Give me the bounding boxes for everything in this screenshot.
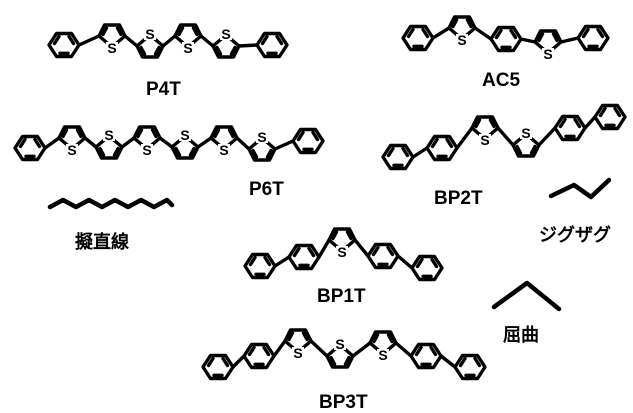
ring-bond — [199, 34, 215, 48]
ring-bond — [83, 136, 98, 149]
ring-bond — [309, 339, 329, 358]
ring-bond — [161, 34, 177, 48]
phenyl-ring — [243, 252, 277, 280]
sulfur-atom-label: S — [180, 127, 189, 143]
sulfur-atom-label: S — [480, 132, 489, 148]
ring-bond — [431, 26, 451, 40]
sulfur-atom-label: S — [142, 142, 151, 158]
ring-bond — [583, 115, 597, 130]
sulfur-atom-label: S — [107, 40, 116, 56]
sulfur-atom-label: S — [257, 129, 266, 145]
phenyl-ring — [242, 342, 276, 370]
ring-bond — [273, 255, 291, 268]
label-bent: 屈曲 — [503, 325, 539, 346]
phenyl-ring — [201, 353, 235, 381]
sulfur-atom-label: S — [183, 40, 192, 56]
phenyl-ring — [409, 342, 443, 370]
sulfur-atom-label: S — [378, 347, 387, 363]
label-zigzag: ジグザグ — [539, 225, 611, 246]
ring-bond — [120, 136, 136, 149]
ring-bond — [351, 341, 372, 358]
shape-sketch-layer — [47, 177, 612, 312]
label-p6t: P6T — [249, 179, 284, 200]
phenyl-ring — [291, 127, 325, 155]
molecule-bp3t: SSS — [201, 328, 487, 381]
phenyl-ring — [401, 24, 435, 52]
bent-chain-sketch — [491, 280, 562, 312]
ring-bond — [317, 238, 331, 259]
sulfur-atom-label: S — [543, 46, 552, 62]
phenyl-ring — [47, 31, 81, 59]
ring-bond — [439, 354, 457, 369]
sulfur-atom-label: S — [337, 244, 346, 260]
sulfur-atom-label: S — [335, 336, 344, 352]
sulfur-atom-label: S — [67, 142, 76, 158]
ring-bond — [537, 126, 557, 147]
phenyl-ring — [381, 143, 415, 171]
ring-bond — [158, 136, 174, 149]
phenyl-ring — [453, 353, 487, 381]
quasi-linear-chain-sketch — [47, 197, 175, 210]
sulfur-atom-label: S — [104, 127, 113, 143]
ring-bond — [473, 26, 493, 41]
ring-bond — [235, 136, 251, 151]
label-bp3t: BP3T — [319, 392, 368, 413]
label-bp1t: BP1T — [317, 286, 366, 307]
phenyl-ring — [255, 31, 289, 59]
sulfur-atom-label: S — [219, 142, 228, 158]
ring-bond — [396, 254, 414, 270]
phenyl-ring — [287, 243, 321, 271]
ring-bond — [496, 126, 515, 147]
ring-bond — [272, 339, 287, 358]
phenyl-ring — [553, 114, 587, 142]
ring-bond — [273, 139, 295, 151]
phenyl-ring — [366, 242, 400, 270]
sulfur-atom-label: S — [457, 32, 466, 48]
phenyl-ring — [576, 24, 610, 52]
ring-bond — [519, 37, 537, 44]
ring-bond — [196, 136, 213, 149]
sulfur-atom-label: S — [221, 26, 230, 42]
ring-bond — [559, 36, 580, 44]
ring-bond — [411, 146, 429, 159]
molecule-ac5: SS — [401, 15, 610, 63]
sulfur-atom-label: S — [293, 345, 302, 361]
zigzag-chain-sketch — [548, 177, 612, 200]
ring-bond — [237, 43, 259, 48]
phenyl-ring — [489, 25, 523, 53]
label-ac5: AC5 — [482, 70, 521, 91]
ring-bond — [231, 354, 246, 369]
phenyl-ring — [425, 134, 459, 162]
label-quasi-linear: 擬直線 — [75, 232, 129, 253]
molecule-bp1t: S — [243, 227, 444, 282]
ring-bond — [43, 136, 61, 150]
sulfur-atom-label: S — [521, 125, 530, 141]
ring-bond — [394, 341, 413, 358]
label-p4t: P4T — [146, 79, 181, 100]
sulfur-atom-label: S — [145, 26, 154, 42]
phenyl-ring — [593, 103, 627, 131]
ring-bond — [455, 126, 474, 150]
label-bp2t: BP2T — [434, 188, 483, 209]
ring-bond — [77, 34, 101, 47]
phenyl-ring — [13, 134, 47, 162]
ring-bond — [123, 34, 139, 48]
phenyl-ring — [410, 254, 444, 282]
ring-bond — [353, 238, 370, 258]
